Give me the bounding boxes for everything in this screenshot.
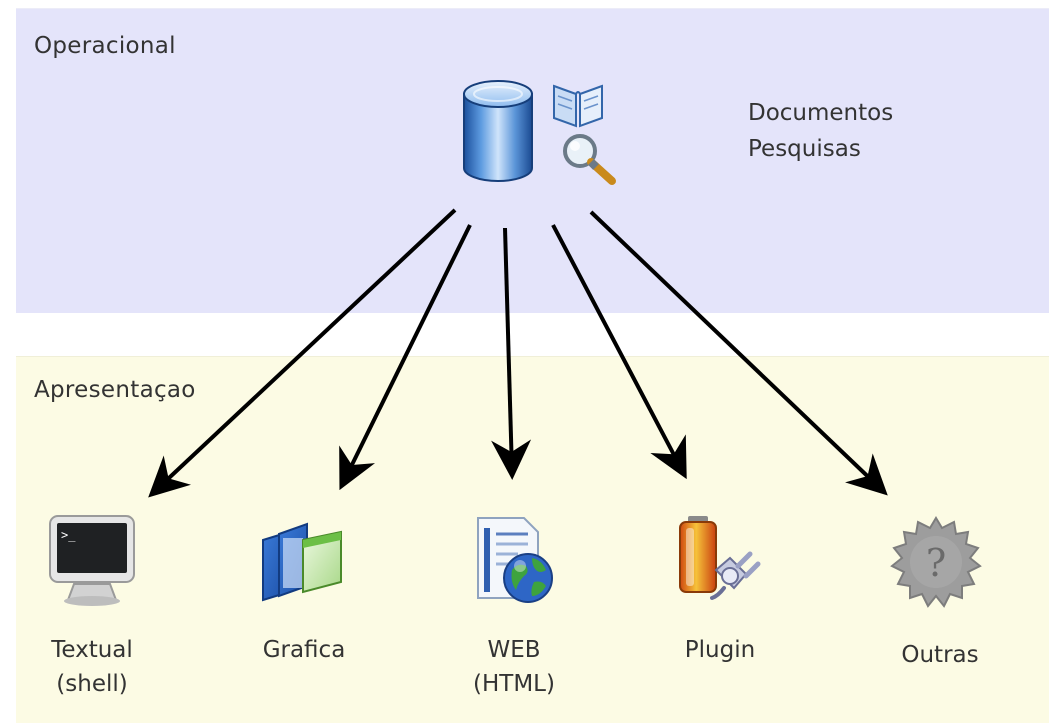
client-label-plugin: Plugin xyxy=(640,633,800,667)
svg-text:>_: >_ xyxy=(61,528,76,542)
magnifier-icon xyxy=(563,134,616,185)
svg-text:?: ? xyxy=(926,541,946,585)
documentos-label: Documentos xyxy=(748,100,894,126)
windows-icon xyxy=(262,522,342,602)
database-icon xyxy=(463,80,533,182)
arrow-to-grafica xyxy=(339,224,472,491)
outras-label: Outras xyxy=(901,642,979,668)
client-label-web: WEB (HTML) xyxy=(434,633,594,701)
database-labels: Documentos Pesquisas xyxy=(748,95,893,167)
terminal-icon: >_ xyxy=(49,515,135,606)
client-label-grafica: Grafica xyxy=(224,633,384,667)
operational-layer-title: Operacional xyxy=(34,33,176,59)
grafica-label: Grafica xyxy=(262,637,346,663)
web-label-line1: WEB xyxy=(487,637,541,663)
presentation-layer-title: Apresentaçao xyxy=(34,377,196,403)
textual-label-line2: (shell) xyxy=(56,671,128,697)
book-icon xyxy=(553,84,603,128)
plugin-label: Plugin xyxy=(684,637,756,663)
question-gear-icon: ? xyxy=(890,516,982,608)
arrow-to-web xyxy=(491,227,532,480)
arrow-to-textual xyxy=(148,208,457,498)
web-document-icon xyxy=(477,517,553,603)
client-label-outras: Outras xyxy=(860,638,1020,672)
arrow-to-outras xyxy=(589,210,888,496)
pesquisas-label: Pesquisas xyxy=(748,136,861,162)
client-label-textual: Textual (shell) xyxy=(12,633,172,701)
plugin-icon xyxy=(679,516,761,600)
textual-label-line1: Textual xyxy=(51,637,133,663)
arrow-to-plugin xyxy=(551,224,687,480)
web-label-line2: (HTML) xyxy=(473,671,555,697)
